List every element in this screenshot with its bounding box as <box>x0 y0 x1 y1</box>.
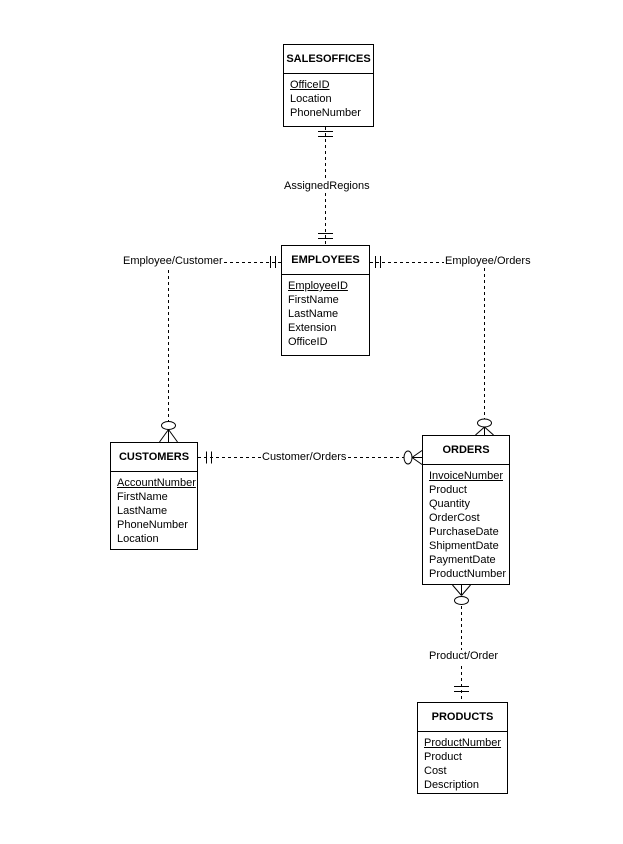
attribute: PaymentDate <box>429 554 496 566</box>
entity-title: CUSTOMERS <box>111 443 197 472</box>
connector-employee-customer <box>159 256 281 443</box>
entity-customers[interactable]: CUSTOMERS AccountNumber FirstName LastNa… <box>110 442 198 550</box>
one-and-only-one-marker <box>270 256 276 268</box>
connector-employee-orders <box>370 256 494 436</box>
attribute-primary-key: AccountNumber <box>117 477 196 489</box>
attribute-list: InvoiceNumber Product Quantity OrderCost… <box>423 465 509 581</box>
attribute-list: EmployeeID FirstName LastName Extension … <box>282 275 369 349</box>
attribute-primary-key: InvoiceNumber <box>429 470 503 482</box>
entity-title: EMPLOYEES <box>282 246 369 275</box>
zero-or-many-marker <box>403 450 423 465</box>
attribute: PurchaseDate <box>429 526 499 538</box>
one-and-only-one-marker <box>375 256 381 268</box>
attribute: FirstName <box>288 294 339 306</box>
attribute-primary-key: OfficeID <box>290 79 330 91</box>
entity-employees[interactable]: EMPLOYEES EmployeeID FirstName LastName … <box>281 245 370 356</box>
one-and-only-one-marker <box>454 686 469 692</box>
zero-or-many-marker <box>452 584 471 605</box>
connector-product-order <box>452 584 471 702</box>
attribute: Cost <box>424 765 447 777</box>
entity-orders[interactable]: ORDERS InvoiceNumber Product Quantity Or… <box>422 435 510 585</box>
attribute: Location <box>290 93 332 105</box>
relationship-label-customer-orders[interactable]: Customer/Orders <box>261 451 348 464</box>
entity-title: PRODUCTS <box>418 703 507 732</box>
attribute: Product <box>424 751 462 763</box>
attribute-primary-key: ProductNumber <box>424 737 502 749</box>
entity-salesoffices[interactable]: SALESOFFICES OfficeID Location PhoneNumb… <box>283 44 374 127</box>
entity-products[interactable]: PRODUCTS ProductNumber Product Cost Desc… <box>417 702 508 794</box>
attribute-list: AccountNumber FirstName LastName PhoneNu… <box>111 472 197 546</box>
relationship-label-product-order[interactable]: Product/Order <box>428 650 500 663</box>
attribute-list: OfficeID Location PhoneNumber <box>284 74 373 120</box>
relationship-label-employee-customer[interactable]: Employee/Customer <box>122 255 224 268</box>
entity-title: ORDERS <box>423 436 509 465</box>
relationship-label-employee-orders[interactable]: Employee/Orders <box>444 255 532 268</box>
attribute: Description <box>424 779 480 791</box>
attribute-primary-key: EmployeeID <box>288 280 348 292</box>
attribute: OrderCost <box>429 512 480 524</box>
attribute-list: ProductNumber Product Cost Description <box>418 732 507 792</box>
entity-title: SALESOFFICES <box>284 45 373 74</box>
attribute: ShipmentDate <box>429 540 499 552</box>
connector-assigned-regions <box>318 127 333 245</box>
attribute: ProductNumber <box>429 568 507 580</box>
one-and-only-one-marker <box>318 233 333 239</box>
attribute: Product <box>429 484 467 496</box>
attribute: OfficeID <box>288 336 328 348</box>
one-and-only-one-marker <box>318 131 333 137</box>
attribute: LastName <box>288 308 339 320</box>
zero-or-many-marker <box>159 421 178 443</box>
attribute: FirstName <box>117 491 168 503</box>
relationship-label-assigned-regions[interactable]: AssignedRegions <box>283 180 371 193</box>
attribute: PhoneNumber <box>117 519 188 531</box>
attribute: LastName <box>117 505 168 517</box>
zero-or-many-marker <box>475 418 494 436</box>
attribute: Quantity <box>429 498 470 510</box>
attribute: Location <box>117 533 159 545</box>
attribute: Extension <box>288 322 337 334</box>
attribute: PhoneNumber <box>290 107 361 119</box>
one-and-only-one-marker <box>206 451 212 464</box>
